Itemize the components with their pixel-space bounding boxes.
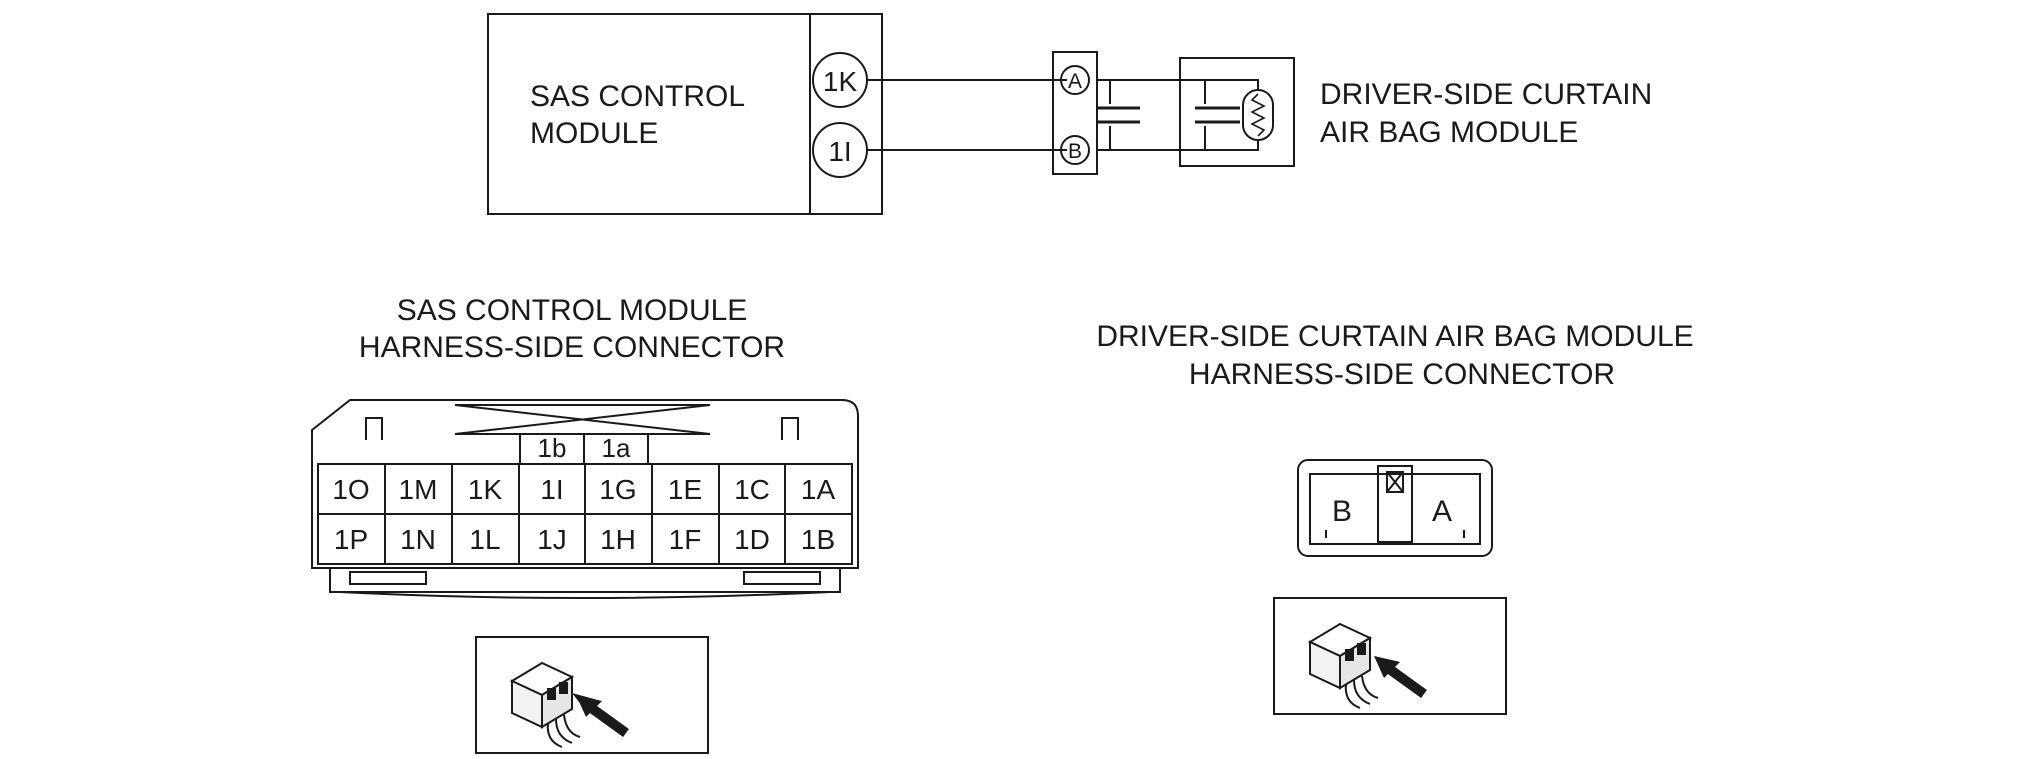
airbag-connector-drawing	[1297, 459, 1493, 557]
sas-pin-1f: 1F	[669, 524, 702, 555]
sas-pin-1p: 1P	[334, 524, 368, 555]
pin-1i-label: 1I	[828, 136, 851, 167]
sas-pin-1m: 1M	[399, 474, 438, 505]
airbag-pin-b: B	[1332, 495, 1352, 528]
sas-pin-1j: 1J	[537, 524, 567, 555]
sas-connector-title-1: SAS CONTROL MODULE	[397, 294, 748, 327]
sas-pin-1k: 1K	[468, 474, 503, 505]
sas-pin-1c: 1C	[734, 474, 770, 505]
sas-pin-1l: 1L	[469, 524, 500, 555]
sas-pin-1h: 1H	[600, 524, 636, 555]
connector-view-icon	[1273, 597, 1507, 715]
inline-pin-a-label: A	[1068, 70, 1082, 93]
sas-connector-pin-labels: 1b 1a 1O 1M 1K 1I 1G 1E 1C 1A 1P 1N 1L 1…	[332, 433, 835, 555]
connector-view-icon	[475, 636, 709, 754]
airbag-connector-title-2: HARNESS-SIDE CONNECTOR	[1189, 358, 1615, 391]
sas-module-box	[487, 13, 883, 215]
inline-pin-b-label: B	[1068, 140, 1082, 163]
sas-pin-1i: 1I	[540, 474, 563, 505]
airbag-module-label-2: AIR BAG MODULE	[1320, 116, 1578, 149]
inline-connector-box	[1052, 51, 1098, 175]
sas-module-label-2: MODULE	[530, 117, 658, 150]
sas-connector-drawing	[311, 399, 859, 599]
sas-pin-1d: 1D	[734, 524, 770, 555]
sas-connector-title-2: HARNESS-SIDE CONNECTOR	[359, 331, 785, 364]
sas-pin-1a: 1a	[602, 433, 631, 463]
sas-pin-1e: 1E	[668, 474, 702, 505]
sas-pin-1a-main: 1A	[801, 474, 836, 505]
airbag-module-label-1: DRIVER-SIDE CURTAIN	[1320, 78, 1652, 111]
airbag-connector-title-1: DRIVER-SIDE CURTAIN AIR BAG MODULE	[1096, 320, 1693, 353]
sas-pin-1n: 1N	[400, 524, 436, 555]
airbag-pin-a: A	[1432, 495, 1452, 528]
squib-resistor	[1242, 89, 1274, 141]
sas-module-label-1: SAS CONTROL	[530, 80, 745, 113]
sas-pin-1b-main: 1B	[801, 524, 835, 555]
pin-1k-label: 1K	[823, 66, 858, 97]
airbag-module-box	[1179, 57, 1295, 167]
sas-pin-1g: 1G	[599, 474, 636, 505]
schematic	[487, 13, 1295, 215]
sas-pin-1b: 1b	[538, 433, 567, 463]
sas-pin-1o: 1O	[332, 474, 369, 505]
